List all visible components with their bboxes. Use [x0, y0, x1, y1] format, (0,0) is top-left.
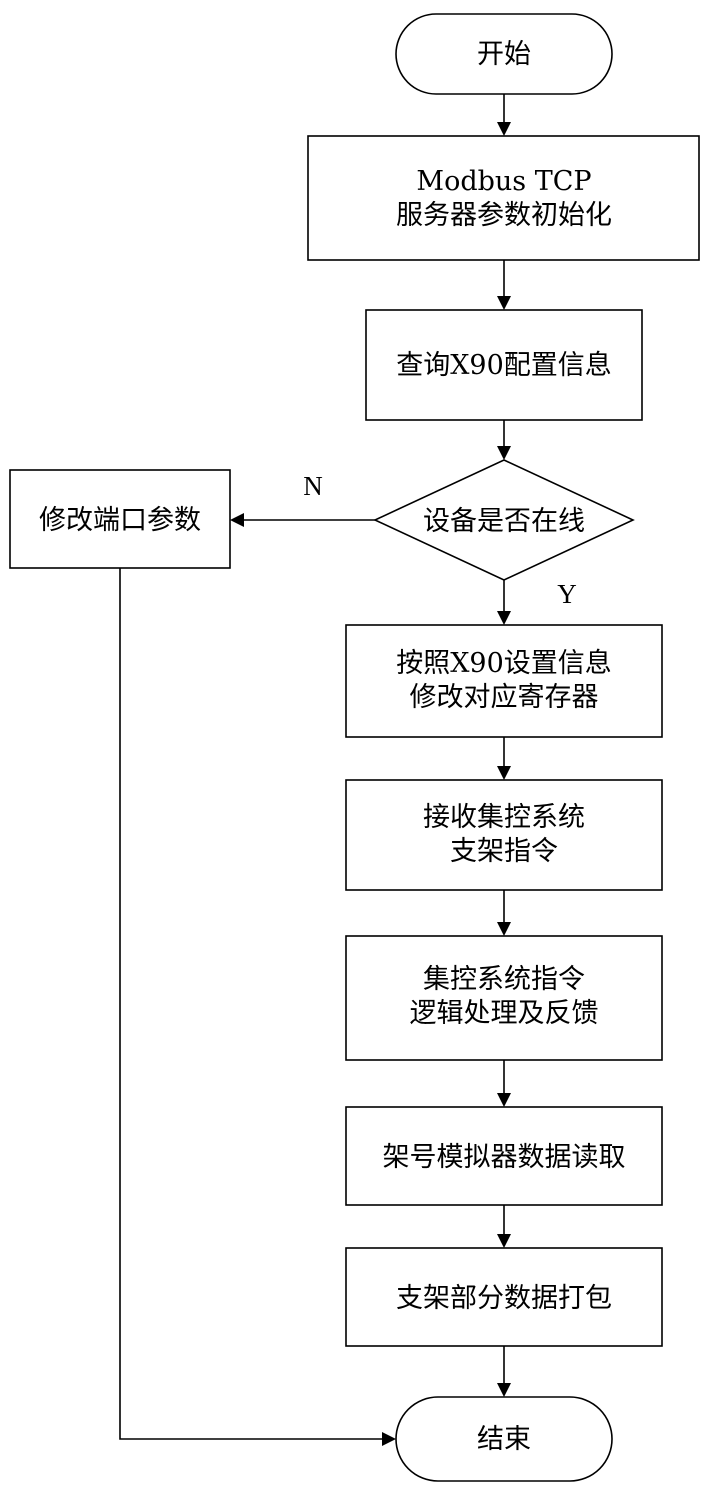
query-label: 查询X90配置信息: [396, 350, 612, 381]
receive-label-line1: 接收集控系统: [423, 802, 585, 833]
branch-yes-label: Y: [557, 579, 577, 609]
end-terminator: [395, 1396, 613, 1482]
query-box: [365, 309, 643, 421]
arrowhead: [497, 1383, 511, 1397]
logic-label-line2: 逻辑处理及反馈: [410, 998, 599, 1029]
read-label: 架号模拟器数据读取: [383, 1142, 626, 1173]
modify-port-label: 修改端口参数: [39, 505, 201, 536]
start-label: 开始: [477, 39, 531, 70]
arrowhead: [497, 296, 511, 310]
arrowhead: [497, 766, 511, 780]
arrowhead: [497, 1093, 511, 1107]
end-label: 结束: [477, 1424, 531, 1455]
arrowhead: [497, 922, 511, 936]
pack-box: [345, 1247, 663, 1347]
arrowhead: [230, 513, 244, 527]
logic-box: [345, 935, 663, 1061]
receive-label-line2: 支架指令: [450, 836, 558, 867]
arrowhead: [497, 446, 511, 460]
init-label-line1: Modbus TCP: [416, 166, 591, 197]
init-box: [307, 135, 700, 261]
decision-label: 设备是否在线: [423, 506, 585, 537]
init-label-line2: 服务器参数初始化: [396, 200, 612, 231]
branch-no-label: N: [303, 471, 323, 501]
modify-registers-box: [345, 624, 663, 738]
arrowhead: [497, 1234, 511, 1248]
pack-label: 支架部分数据打包: [396, 1283, 612, 1314]
logic-label-line1: 集控系统指令: [423, 964, 585, 995]
arrowhead: [382, 1432, 396, 1446]
read-box: [345, 1106, 663, 1206]
arrowhead: [497, 611, 511, 625]
connector-modify-port-end: [119, 568, 382, 1440]
modify-port-box: [9, 469, 231, 569]
modify-registers-label-line1: 按照X90设置信息: [396, 648, 612, 679]
receive-box: [345, 779, 663, 891]
arrowhead: [497, 122, 511, 136]
modify-registers-label-line2: 修改对应寄存器: [410, 682, 599, 713]
